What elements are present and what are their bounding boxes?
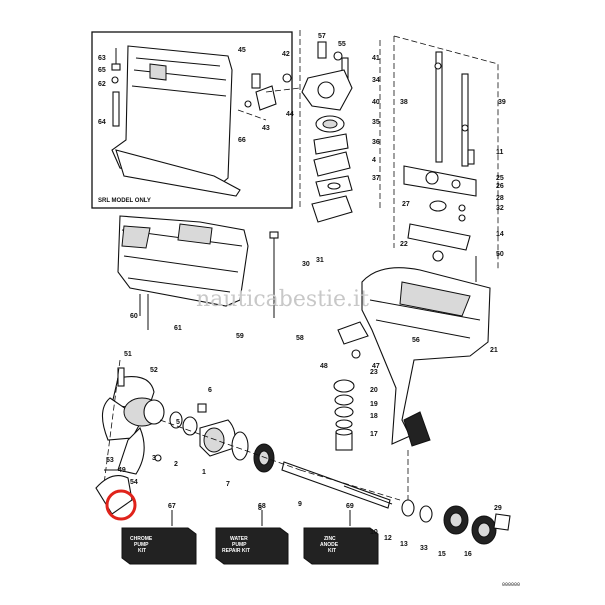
kit-label-water: WATER: [230, 536, 248, 542]
kit-label-zinc: ZINC: [324, 536, 336, 542]
svg-text:PUMP: PUMP: [134, 542, 149, 548]
inset-caption: SRL MODEL ONLY: [98, 198, 151, 204]
callout-38: 38: [400, 99, 408, 106]
callout-31: 31: [316, 257, 324, 264]
kit-boxes: CHROME PUMP KIT WATER PUMP REPAIR KIT ZI…: [121, 527, 379, 565]
srl-inset: [91, 31, 301, 209]
prop-shaft-assembly: [95, 403, 511, 545]
callout-65: 65: [98, 67, 106, 74]
assembly-lines: [159, 30, 409, 501]
propeller: [101, 359, 165, 485]
callout-8: 8: [258, 505, 262, 512]
callout-50: 50: [496, 251, 504, 258]
exhaust-housing: [117, 215, 279, 330]
callout-20: 20: [370, 387, 378, 394]
callout-39: 39: [498, 99, 506, 106]
kit-number-69: 69: [346, 503, 354, 510]
callout-23: 23: [370, 369, 378, 376]
callout-61: 61: [174, 325, 182, 332]
callout-22: 22: [400, 241, 408, 248]
callout-6: 6: [208, 387, 212, 394]
callout-54: 54: [130, 479, 138, 486]
highlight-circle: [105, 489, 137, 521]
callout-60: 60: [130, 313, 138, 320]
kit-label-chrome: CHROME: [130, 536, 153, 542]
callout-47: 47: [372, 363, 380, 370]
svg-text:KIT: KIT: [328, 548, 336, 554]
water-pump-stack: [301, 41, 353, 223]
callout-2: 2: [174, 461, 178, 468]
callout-57: 57: [318, 33, 326, 40]
callout-34: 34: [372, 77, 380, 84]
callout-51: 51: [124, 351, 132, 358]
callout-19: 19: [370, 401, 378, 408]
callout-53: 53: [106, 457, 114, 464]
callout-29: 29: [494, 505, 502, 512]
callout-45: 45: [238, 47, 246, 54]
callout-1: 1: [202, 469, 206, 476]
callout-44: 44: [286, 111, 294, 118]
callout-64: 64: [98, 119, 106, 126]
callout-28: 28: [496, 195, 504, 202]
callout-43: 43: [262, 125, 270, 132]
callout-4: 4: [372, 157, 376, 164]
callout-14: 14: [496, 231, 504, 238]
kit-number-68: 68: [258, 503, 266, 510]
callout-26: 26: [496, 183, 504, 190]
callout-62: 62: [98, 81, 106, 88]
svg-text:KIT: KIT: [138, 548, 146, 554]
driveshaft-parts: [333, 379, 355, 451]
callout-36: 36: [372, 139, 380, 146]
kit-number-67: 67: [168, 503, 176, 510]
callout-32: 32: [496, 205, 504, 212]
watermark: nauticabestie.it: [196, 287, 369, 312]
callout-18: 18: [370, 413, 378, 420]
callout-63: 63: [98, 55, 106, 62]
gear-housing: [337, 267, 491, 447]
callout-59: 59: [236, 333, 244, 340]
callout-40: 40: [372, 99, 380, 106]
callout-9: 9: [298, 501, 302, 508]
footer-code: 000000: [502, 582, 520, 588]
svg-text:PUMP: PUMP: [232, 542, 247, 548]
callout-11: 11: [496, 149, 504, 156]
callout-15: 15: [438, 551, 446, 558]
callout-49: 49: [118, 467, 126, 474]
callout-3: 3: [152, 455, 156, 462]
callout-37: 37: [372, 175, 380, 182]
callout-10: 10: [370, 529, 378, 536]
svg-text:REPAIR KIT: REPAIR KIT: [222, 548, 250, 554]
callout-12: 12: [384, 535, 392, 542]
callout-41: 41: [372, 55, 380, 62]
callout-66: 66: [238, 137, 246, 144]
callout-16: 16: [464, 551, 472, 558]
callout-42: 42: [282, 51, 290, 58]
callout-55: 55: [338, 41, 346, 48]
shift-rod-box: [393, 35, 499, 282]
callout-7: 7: [226, 481, 230, 488]
callout-5: 5: [176, 419, 180, 426]
callout-13: 13: [400, 541, 408, 548]
callout-35: 35: [372, 119, 380, 126]
callout-27: 27: [402, 201, 410, 208]
callout-21: 21: [490, 347, 498, 354]
callout-56: 56: [412, 337, 420, 344]
callout-30: 30: [302, 261, 310, 268]
callout-17: 17: [370, 431, 378, 438]
callout-25: 25: [496, 175, 504, 182]
callout-33: 33: [420, 545, 428, 552]
svg-text:ANODE: ANODE: [320, 542, 339, 548]
callout-52: 52: [150, 367, 158, 374]
callout-58: 58: [296, 335, 304, 342]
callout-48: 48: [320, 363, 328, 370]
